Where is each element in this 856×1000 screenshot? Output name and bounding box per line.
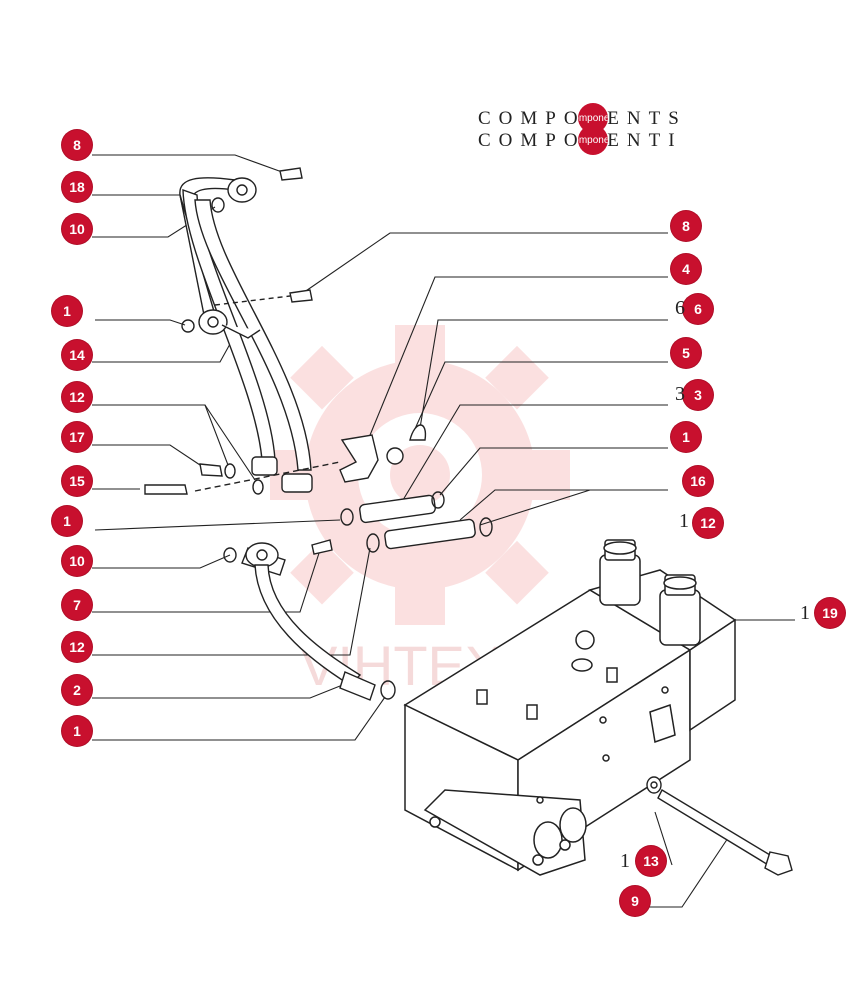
long-bolt bbox=[646, 776, 793, 876]
callout-part-10[interactable]: 10 bbox=[62, 214, 92, 244]
callout-part-19[interactable]: 19 bbox=[815, 598, 845, 628]
callout-part-17[interactable]: 17 bbox=[62, 422, 92, 452]
valve-block bbox=[403, 539, 737, 876]
callout-part-8[interactable]: 8 bbox=[62, 130, 92, 160]
callout-part-16[interactable]: 16 bbox=[683, 466, 713, 496]
callout-part-13[interactable]: 13 bbox=[636, 846, 666, 876]
hidden-digit: 3 bbox=[675, 383, 685, 405]
pipe-assembly-upper bbox=[144, 167, 427, 495]
callout-part-9[interactable]: 9 bbox=[620, 886, 650, 916]
rods-and-seals bbox=[340, 491, 493, 553]
title-line-italian: COMPONENTI bbox=[478, 130, 683, 152]
callout-part-1[interactable]: 1 bbox=[671, 422, 701, 452]
callout-part-8[interactable]: 8 bbox=[671, 211, 701, 241]
callout-part-3[interactable]: 3 bbox=[683, 380, 713, 410]
callout-part-6[interactable]: 6 bbox=[683, 294, 713, 324]
callout-part-1[interactable]: 1 bbox=[62, 716, 92, 746]
watermark-gear-icon bbox=[270, 325, 570, 625]
hidden-digit: 6 bbox=[675, 297, 685, 319]
hidden-digit: 1 bbox=[620, 850, 630, 872]
hidden-digit: 1 bbox=[800, 602, 810, 624]
hidden-digit: 1 bbox=[679, 510, 689, 532]
callout-part-7[interactable]: 7 bbox=[62, 590, 92, 620]
callout-part-2[interactable]: 2 bbox=[62, 675, 92, 705]
callout-part-5[interactable]: 5 bbox=[671, 338, 701, 368]
leader-lines bbox=[92, 154, 795, 908]
callout-part-4[interactable]: 4 bbox=[671, 254, 701, 284]
callout-part-10[interactable]: 10 bbox=[62, 546, 92, 576]
callout-part-15[interactable]: 15 bbox=[62, 466, 92, 496]
callout-part-18[interactable]: 18 bbox=[62, 172, 92, 202]
title-badge: Componenti bbox=[578, 125, 608, 155]
callout-part-12[interactable]: 12 bbox=[62, 382, 92, 412]
callout-part-12[interactable]: 12 bbox=[693, 508, 723, 538]
callout-part-1[interactable]: 1 bbox=[52, 296, 82, 326]
callout-part-14[interactable]: 14 bbox=[62, 340, 92, 370]
callout-part-12[interactable]: 12 bbox=[62, 632, 92, 662]
pipe-assembly-lower bbox=[223, 539, 396, 701]
callout-part-1[interactable]: 1 bbox=[52, 506, 82, 536]
